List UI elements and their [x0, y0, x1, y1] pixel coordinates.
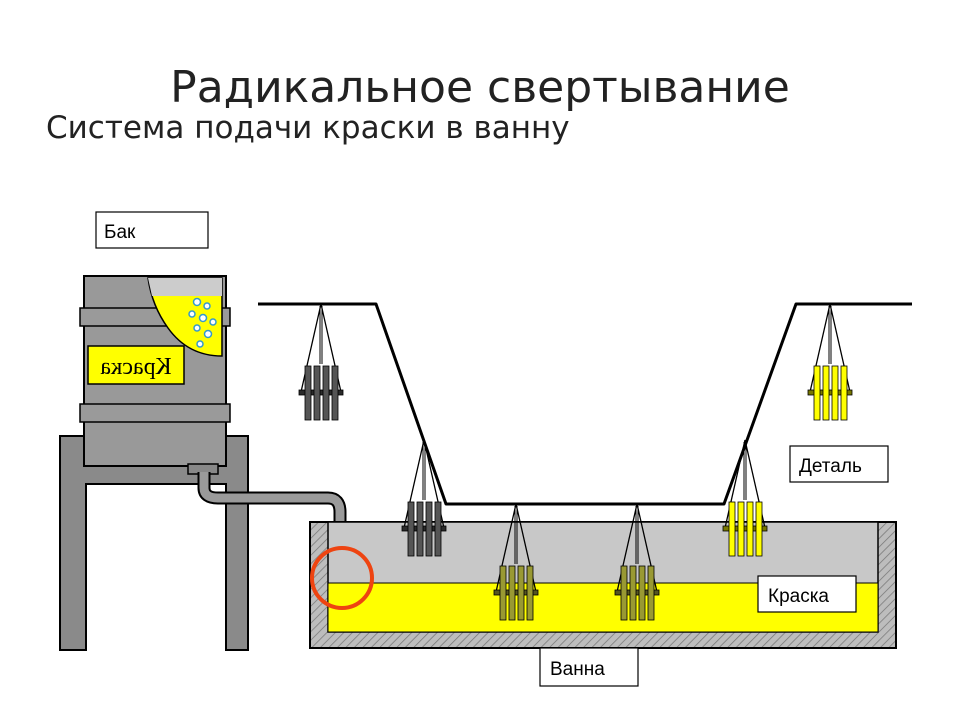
part-fin [407, 501, 415, 557]
label-tank: Бак [95, 211, 209, 249]
part-fin [629, 565, 637, 621]
slide-title: Радикальное свертывание [170, 62, 790, 113]
hanger-wire [495, 503, 537, 593]
nozzle-highlight-circle [310, 546, 374, 610]
hanger-wire [403, 439, 445, 529]
label-part: Деталь [789, 445, 889, 483]
part-5 [722, 439, 768, 557]
hanger-wire [300, 303, 342, 393]
part-fin [508, 565, 516, 621]
part-3 [493, 503, 539, 621]
part-fin [313, 365, 321, 421]
label-part-text: Деталь [799, 456, 862, 477]
paint-tank: Краска [79, 275, 231, 475]
part-fin [746, 501, 754, 557]
part-6 [807, 303, 853, 421]
bubbles-icon [188, 297, 217, 348]
hanger-crossbar [401, 525, 447, 532]
part-fin [322, 365, 330, 421]
part-fin [517, 565, 525, 621]
label-paint: Краска [757, 575, 857, 613]
tank-cutaway [147, 277, 223, 357]
part-2 [401, 439, 447, 557]
label-bath: Ванна [539, 647, 639, 687]
tank-label-plate [87, 345, 185, 385]
part-fin [425, 501, 433, 557]
label-bath-text: Ванна [550, 659, 605, 680]
part-fin [304, 365, 312, 421]
conveyor-line [258, 302, 912, 506]
part-fin [813, 365, 821, 421]
part-fin [526, 565, 534, 621]
label-paint-text: Краска [768, 586, 829, 607]
tank-stand [59, 435, 249, 651]
hanger-crossbar [493, 589, 539, 596]
tank-label-text: Краска [100, 354, 172, 380]
part-fin [831, 365, 839, 421]
hanger-crossbar [614, 589, 660, 596]
part-fin [647, 565, 655, 621]
part-fin [755, 501, 763, 557]
part-fin [638, 565, 646, 621]
label-tank-text: Бак [104, 222, 136, 243]
part-fin [499, 565, 507, 621]
part-fin [728, 501, 736, 557]
part-fin [840, 365, 848, 421]
part-fin [331, 365, 339, 421]
hanger-wire [616, 503, 658, 593]
hanger-crossbar [807, 389, 853, 396]
parts-layer [298, 303, 853, 621]
part-fin [620, 565, 628, 621]
hanger-crossbar [722, 525, 768, 532]
hanger-wire [809, 303, 851, 393]
part-fin [737, 501, 745, 557]
hanger-crossbar [298, 389, 344, 396]
part-fin [416, 501, 424, 557]
part-fin [434, 501, 442, 557]
part-1 [298, 303, 344, 421]
hanger-wire [724, 439, 766, 529]
part-fin [822, 365, 830, 421]
slide-subtitle: Система подачи краски в ванну [46, 110, 570, 146]
part-4 [614, 503, 660, 621]
